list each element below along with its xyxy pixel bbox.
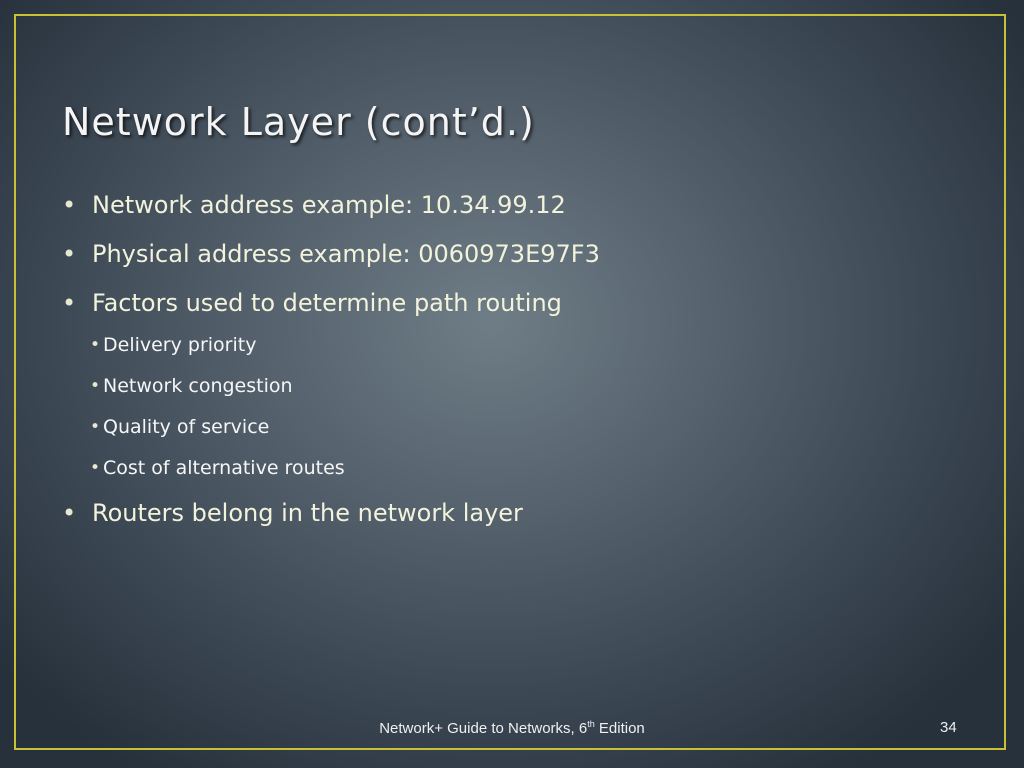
sub-bullet-text: Delivery priority [103, 334, 257, 356]
bullet-item: • Factors used to determine path routing… [60, 286, 960, 481]
bullet-item: • Routers belong in the network layer [60, 496, 960, 530]
sub-bullet-list: • Delivery priority • Network congestion… [90, 332, 960, 481]
bullet-dot: • [62, 191, 77, 219]
sub-bullet-item: • Cost of alternative routes [90, 455, 960, 481]
sub-bullet-text: Network congestion [103, 375, 293, 397]
sub-bullet-dot: • [90, 335, 101, 355]
bullet-dot: • [62, 499, 77, 527]
page-number: 34 [940, 719, 957, 736]
bullet-text: Network address example: 10.34.99.12 [92, 191, 566, 219]
footer-superscript: th [587, 719, 595, 729]
sub-bullet-dot: • [90, 458, 101, 478]
bullet-list: • Network address example: 10.34.99.12 •… [60, 188, 960, 530]
bullet-item: • Physical address example: 0060973E97F3 [60, 237, 960, 271]
bullet-dot: • [62, 240, 77, 268]
slide-title: Network Layer (cont’d.) [62, 100, 535, 144]
sub-bullet-dot: • [90, 376, 101, 396]
bullet-text: Routers belong in the network layer [92, 499, 523, 527]
bullet-text: Factors used to determine path routing [92, 289, 562, 317]
slide-content: • Network address example: 10.34.99.12 •… [60, 188, 960, 545]
bullet-text: Physical address example: 0060973E97F3 [92, 240, 600, 268]
sub-bullet-text: Cost of alternative routes [103, 457, 345, 479]
sub-bullet-item: • Quality of service [90, 414, 960, 440]
footer-title: Network+ Guide to Networks, 6 [379, 720, 588, 737]
footer-edition: Edition [594, 720, 645, 737]
bullet-item: • Network address example: 10.34.99.12 [60, 188, 960, 222]
bullet-dot: • [62, 289, 77, 317]
sub-bullet-dot: • [90, 417, 101, 437]
sub-bullet-text: Quality of service [103, 416, 270, 438]
footer-text: Network+ Guide to Networks, 6th Edition [0, 719, 1024, 737]
sub-bullet-item: • Network congestion [90, 373, 960, 399]
sub-bullet-item: • Delivery priority [90, 332, 960, 358]
slide-frame-border [14, 14, 1006, 750]
